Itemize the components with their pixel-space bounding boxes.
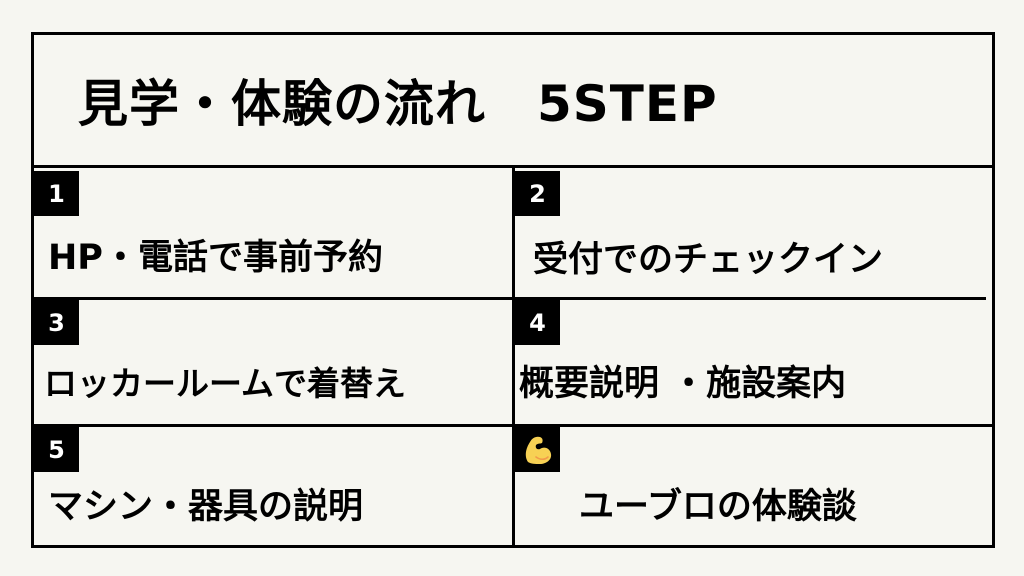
step-badge-1: 1 xyxy=(34,171,79,216)
step-label-2: 受付でのチェックイン xyxy=(533,240,884,280)
step-card-2: 2 受付でのチェックイン xyxy=(515,171,992,297)
page-title: 見学・体験の流れ 5STEP xyxy=(78,75,718,133)
step-card-1: 1 HP・電話で事前予約 xyxy=(34,171,512,297)
row-divider-2 xyxy=(34,424,992,427)
step-label-5: マシン・器具の説明 xyxy=(48,487,364,527)
step-badge-2: 2 xyxy=(515,171,560,216)
step-badge-3: 3 xyxy=(34,300,79,345)
flexed-biceps-icon xyxy=(515,427,560,472)
step-label-bonus: ユーブロの体験談 xyxy=(579,487,857,527)
step-card-3: 3 ロッカールームで着替え xyxy=(34,300,512,424)
header: 見学・体験の流れ 5STEP xyxy=(34,35,992,168)
step-card-bonus: ユーブロの体験談 xyxy=(515,427,992,545)
steps-frame: 見学・体験の流れ 5STEP 1 HP・電話で事前予約 2 受付でのチェックイン… xyxy=(31,32,995,548)
step-badge-4: 4 xyxy=(515,300,560,345)
step-label-4: 概要説明 ・施設案内 xyxy=(519,364,847,404)
step-label-3: ロッカールームで着替え xyxy=(44,364,407,403)
center-divider xyxy=(512,168,515,545)
step-card-5: 5 マシン・器具の説明 xyxy=(34,427,512,545)
step-label-1: HP・電話で事前予約 xyxy=(48,238,383,278)
step-card-4: 4 概要説明 ・施設案内 xyxy=(515,300,992,424)
row-divider-1-right xyxy=(512,297,986,300)
step-badge-5: 5 xyxy=(34,427,79,472)
row-divider-1-left xyxy=(34,297,514,300)
